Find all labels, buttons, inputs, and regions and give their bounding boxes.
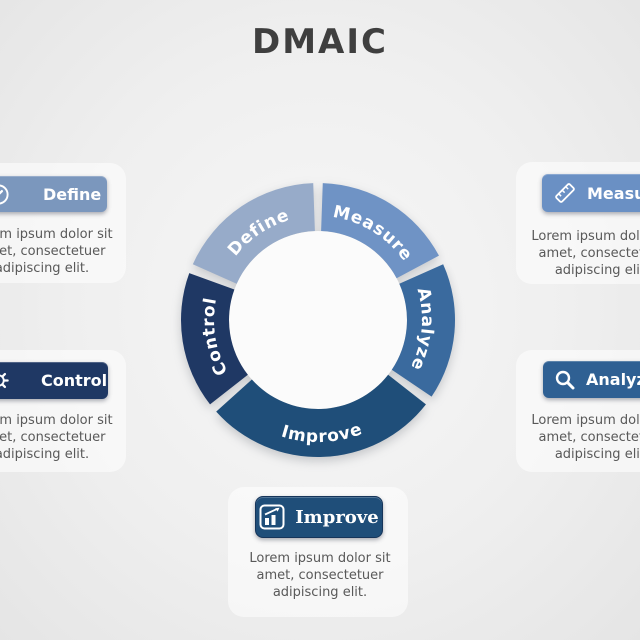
donut-segment-control[interactable] <box>180 273 248 405</box>
donut-hole <box>229 231 407 409</box>
analyze-button[interactable]: Analyze <box>543 361 640 398</box>
bar-chart-icon <box>259 504 285 530</box>
pencil-circle-icon <box>0 183 10 206</box>
page-title: DMAIC <box>252 22 388 62</box>
define-button[interactable]: Define <box>0 176 107 212</box>
control-description: Lorem ipsum dolor sit amet, consectetuer… <box>0 413 113 463</box>
control-button[interactable]: Control <box>0 362 108 399</box>
donut-segment-improve[interactable] <box>216 374 426 458</box>
magnifier-icon <box>553 368 577 392</box>
donut-segment-analyze[interactable] <box>391 264 456 397</box>
improve-button-label: Improve <box>295 506 379 528</box>
measure-button[interactable]: Measure <box>542 174 640 212</box>
measure-description: Lorem ipsum dolor sit amet, consectetuer… <box>531 229 640 279</box>
define-button-label: Define <box>43 184 102 204</box>
analyze-description: Lorem ipsum dolor sit amet, consectetuer… <box>531 413 640 463</box>
gear-icon <box>0 369 10 392</box>
ruler-icon <box>552 180 578 206</box>
donut-segment-define[interactable] <box>192 183 315 284</box>
donut-segment-measure[interactable] <box>321 183 439 279</box>
control-button-label: Control <box>41 371 108 390</box>
define-description: Lorem ipsum dolor sit amet, consectetuer… <box>0 227 113 277</box>
measure-button-label: Measure <box>587 183 640 203</box>
improve-button[interactable]: Improve <box>255 496 383 538</box>
improve-description: Lorem ipsum dolor sit amet, consectetuer… <box>249 551 391 601</box>
analyze-button-label: Analyze <box>586 370 640 389</box>
